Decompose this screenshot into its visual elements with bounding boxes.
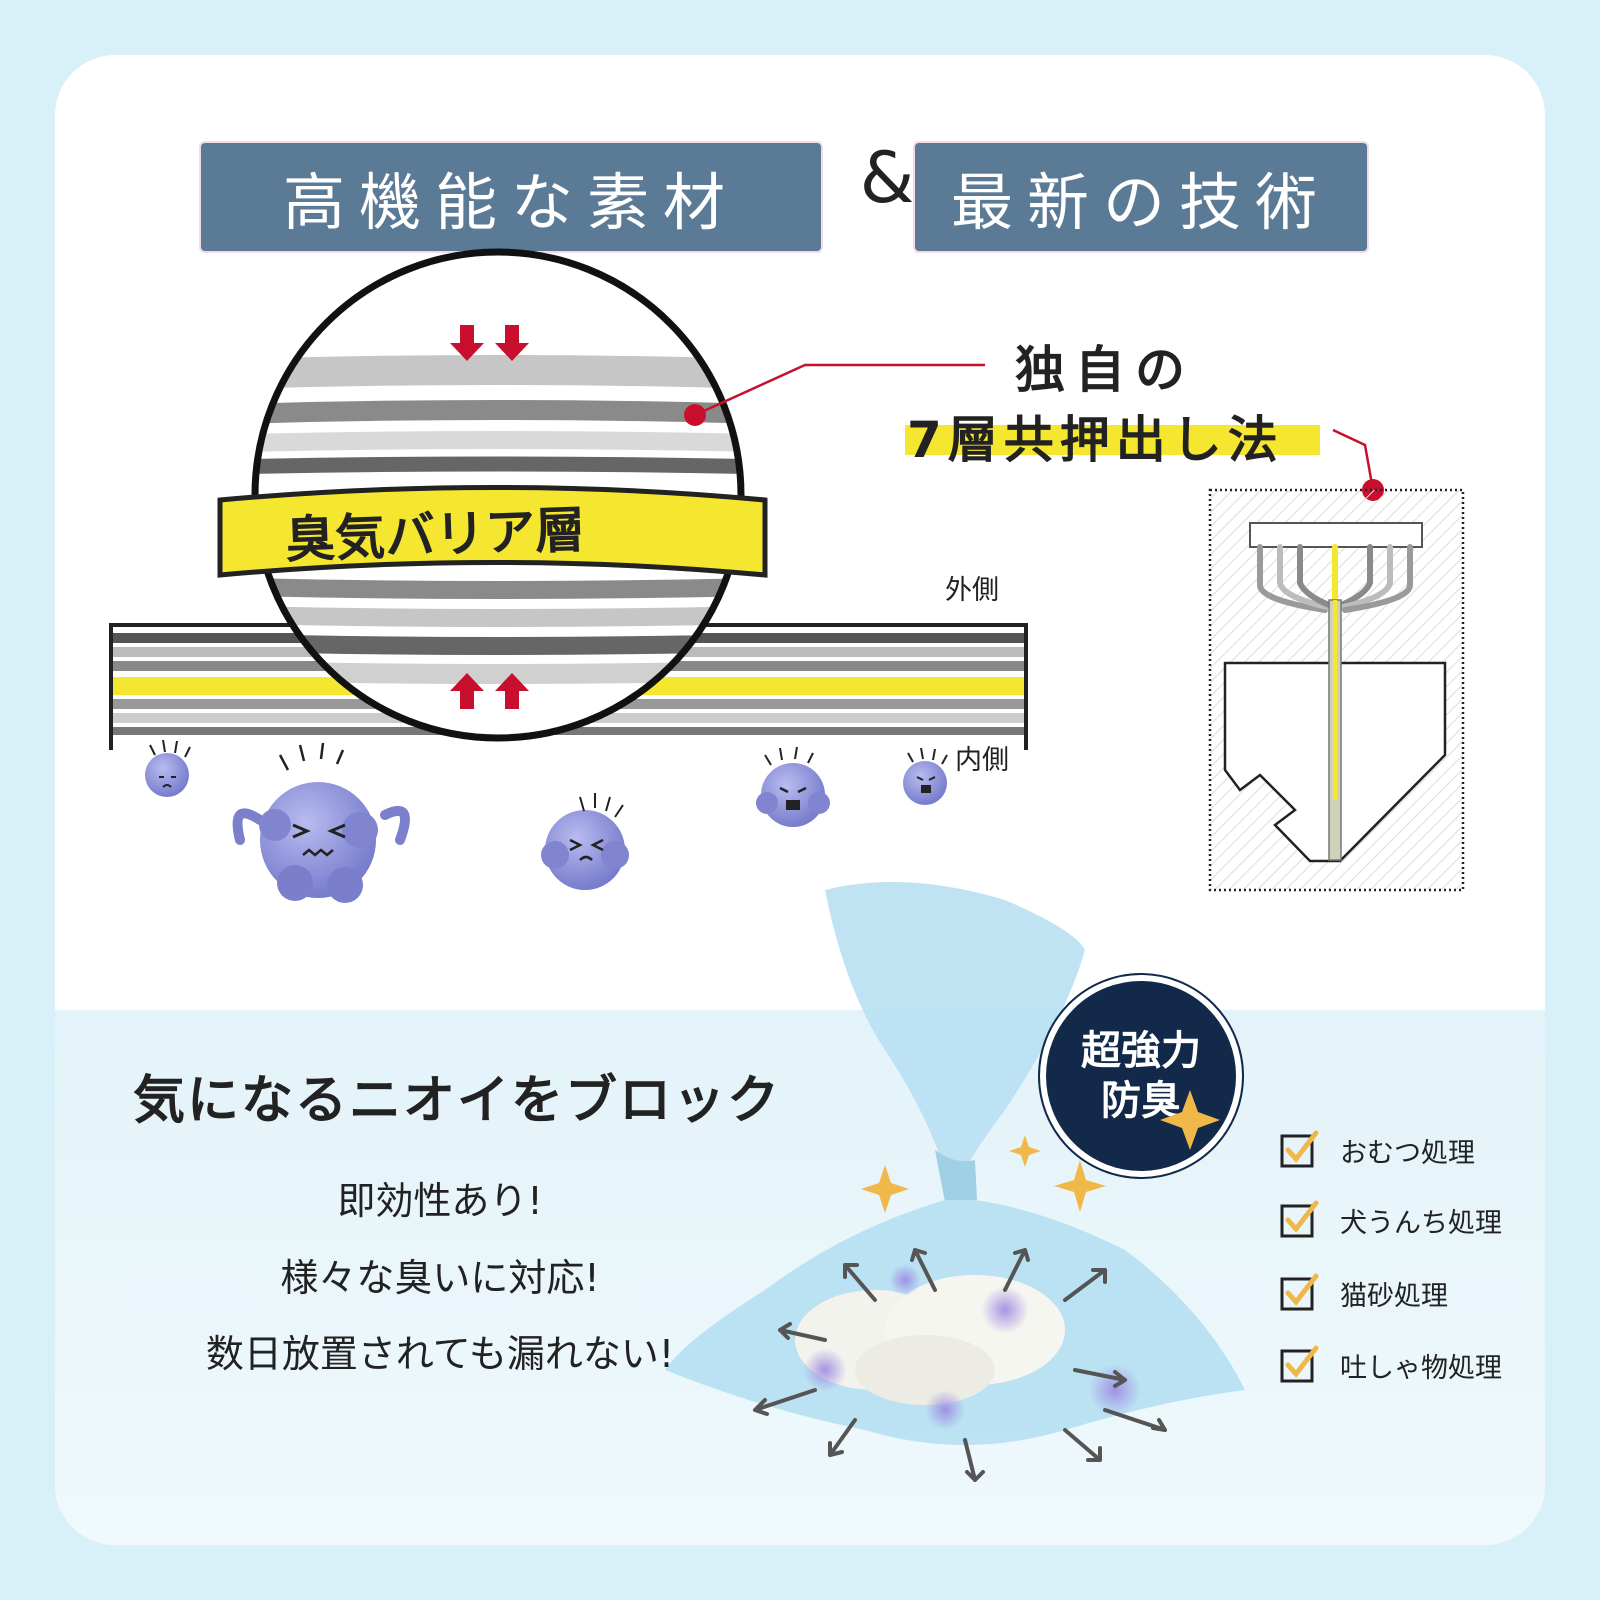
use-item: 吐しゃ物処理 xyxy=(1280,1345,1502,1385)
germ-icon xyxy=(145,739,191,797)
use-item: 猫砂処理 xyxy=(1280,1273,1448,1313)
callout-title-line2: 7層共押出し法 xyxy=(907,411,1284,469)
barrier-band xyxy=(217,485,768,578)
checkbox-icon xyxy=(1280,1273,1319,1311)
odor-germs xyxy=(145,739,948,903)
use-item: 犬うんち処理 xyxy=(1280,1200,1502,1240)
sparkle-icon xyxy=(861,1165,909,1213)
callout-highlight xyxy=(905,425,1320,455)
header-right-pill: 最新の技術 xyxy=(915,143,1367,251)
use-item: おむつ処理 xyxy=(1280,1130,1475,1170)
sparkle-icon xyxy=(1054,1160,1106,1212)
callout-line xyxy=(694,363,985,417)
checkbox-icon xyxy=(1280,1200,1319,1238)
header-left-pill: 高機能な素材 xyxy=(201,143,821,251)
header-right-label: 最新の技術 xyxy=(950,166,1331,239)
trash-bag-illustration xyxy=(665,882,1245,1482)
callout-line-2 xyxy=(1332,428,1375,491)
sparkles xyxy=(861,1135,1106,1213)
germ-icon xyxy=(756,746,830,827)
feature-line-3: 数日放置されても漏れない! xyxy=(205,1332,675,1376)
badge-line2: 防臭 xyxy=(1101,1078,1181,1124)
use-item-label: 犬うんち処理 xyxy=(1340,1207,1502,1239)
checkbox-icon xyxy=(1280,1130,1319,1168)
sparkle-icon xyxy=(1009,1135,1041,1167)
outer-side-label: 外側 xyxy=(945,575,999,606)
feature-line-1: 即効性あり! xyxy=(337,1179,543,1223)
callout-dot xyxy=(684,404,706,426)
inner-side-label: 内側 xyxy=(955,745,1009,776)
ampersand: & xyxy=(859,137,915,219)
use-item-label: 猫砂処理 xyxy=(1340,1280,1448,1312)
feature-line-2: 様々な臭いに対応! xyxy=(280,1256,600,1300)
deodorant-badge: 超強力 防臭 xyxy=(1040,975,1242,1177)
use-item-label: 吐しゃ物処理 xyxy=(1340,1352,1502,1384)
sparkle-icon xyxy=(1160,1090,1220,1150)
header-left-label: 高機能な素材 xyxy=(282,166,739,239)
content-card: 高機能な素材 & 最新の技術 xyxy=(55,55,1545,1545)
extrusion-die-schematic xyxy=(1208,488,1465,892)
germ-icon xyxy=(903,747,948,805)
germ-icon xyxy=(232,742,410,903)
checkbox-icon xyxy=(1280,1345,1319,1383)
germ-icon xyxy=(541,793,629,890)
badge-line1: 超強力 xyxy=(1081,1028,1201,1074)
use-item-label: おむつ処理 xyxy=(1340,1137,1475,1169)
pressure-arrows xyxy=(450,325,529,709)
feature-title: 気になるニオイをブロック xyxy=(133,1071,782,1131)
layer-diagram xyxy=(109,248,1465,903)
callout-title-line1: 独自の xyxy=(1015,341,1195,399)
